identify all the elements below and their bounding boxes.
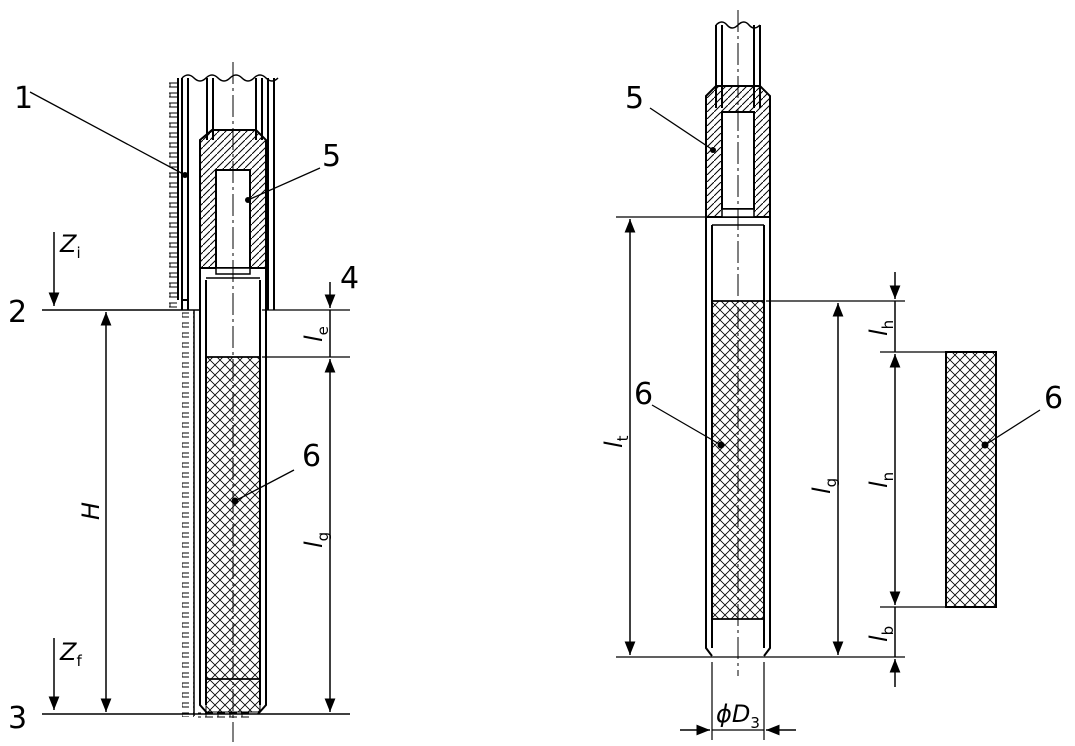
label-6-left: 6 (302, 439, 321, 474)
borehole-wall-lower (182, 312, 194, 717)
label-4: 4 (340, 261, 359, 296)
zf-label: Zf (59, 638, 82, 670)
casing-tube (181, 78, 189, 310)
ln-label: ln (865, 472, 897, 488)
lh-label: lh (865, 320, 897, 336)
label-5-left: 5 (322, 139, 341, 174)
lg-left-label: lg (300, 532, 332, 548)
left-assembly (29, 62, 350, 742)
right-assembly (616, 10, 1041, 740)
zi-label: Zi (59, 230, 81, 262)
label-6-right: 6 (1044, 381, 1063, 416)
label-5-right: 5 (625, 81, 644, 116)
lb-label: lb (865, 626, 897, 642)
d3-label: ϕD3 (716, 700, 760, 732)
le-label: le (300, 326, 332, 342)
label-1: 1 (14, 81, 33, 116)
lg-right-label: lg (808, 478, 840, 494)
lt-label: lt (600, 435, 632, 448)
label-3: 3 (8, 701, 27, 736)
sample-tube (199, 268, 267, 715)
label-2: 2 (8, 295, 27, 330)
label-6-mid: 6 (634, 377, 653, 412)
borehole-wall-upper (166, 78, 178, 308)
h-label: H (77, 502, 105, 520)
borehole-bottom (198, 712, 250, 722)
drill-rod (206, 78, 263, 140)
extruded-sample (945, 351, 997, 608)
